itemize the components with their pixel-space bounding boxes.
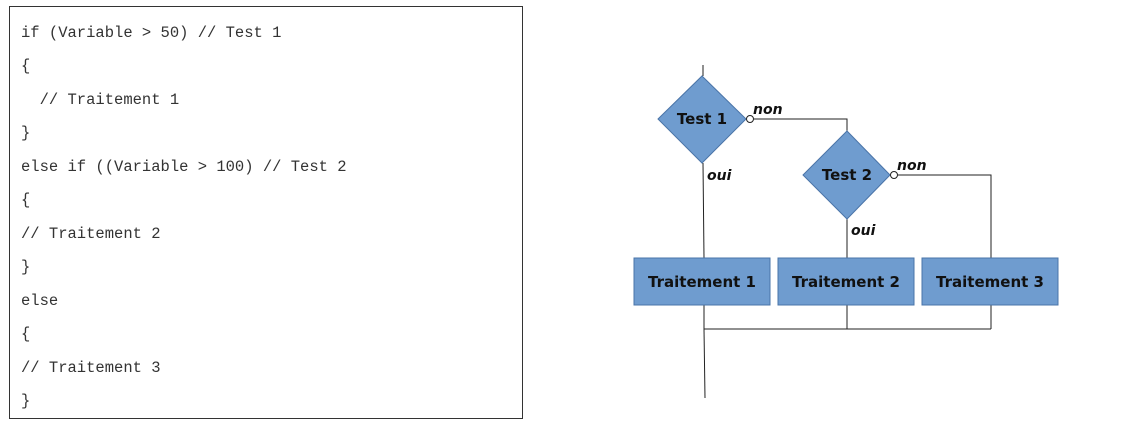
- process-traitement-1-label: Traitement 1: [648, 273, 756, 291]
- code-line: {: [21, 57, 31, 75]
- process-traitement-3-label: Traitement 3: [936, 273, 1044, 291]
- code-line: // Traitement 1: [21, 91, 180, 109]
- connector-exit: [703, 328, 706, 399]
- edge-label-test-1-yes: oui: [707, 168, 732, 184]
- code-line: }: [21, 124, 31, 142]
- decision-test-1-label: Test 1: [677, 110, 727, 128]
- port-test-1-no: [746, 115, 754, 123]
- code-line: }: [21, 258, 31, 276]
- code-line: else: [21, 292, 59, 310]
- port-test-2-no: [890, 171, 898, 179]
- code-line: // Traitement 3: [21, 359, 161, 377]
- decision-test-2-label: Test 2: [822, 166, 872, 184]
- process-traitement-2-label: Traitement 2: [792, 273, 900, 291]
- decision-test-2: [802, 130, 891, 220]
- process-traitement-3: [921, 257, 1059, 306]
- process-traitement-2: [777, 257, 915, 306]
- connector-test2-no: [898, 174, 992, 258]
- edge-label-test-2-no: non: [897, 158, 927, 174]
- code-panel: if (Variable > 50) // Test 1 { // Traite…: [9, 6, 523, 419]
- code-line: {: [21, 325, 31, 343]
- code-line: }: [21, 392, 31, 410]
- connector-test1-no: [754, 118, 848, 131]
- decision-test-1: [657, 75, 747, 164]
- code-line: // Traitement 2: [21, 225, 161, 243]
- code-line: {: [21, 191, 31, 209]
- edge-label-test-1-no: non: [753, 102, 783, 118]
- connector-test1-yes: [702, 162, 705, 259]
- edge-label-test-2-yes: oui: [851, 223, 876, 239]
- code-line: if (Variable > 50) // Test 1: [21, 24, 282, 42]
- process-traitement-1: [633, 257, 771, 306]
- code-line: else if ((Variable > 100) // Test 2: [21, 158, 347, 176]
